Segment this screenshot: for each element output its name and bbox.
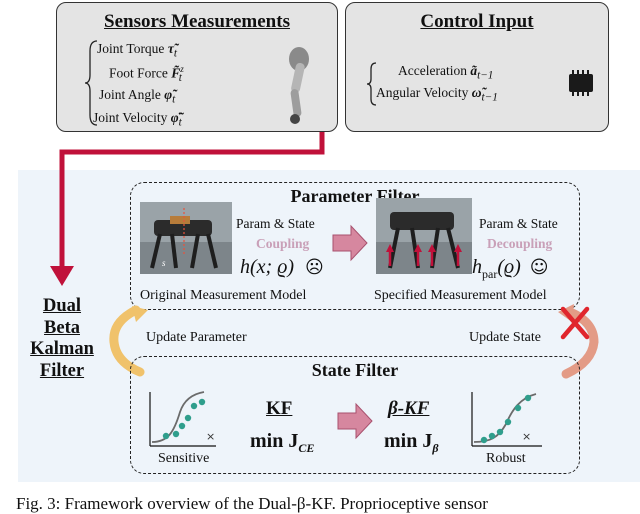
side-label-line: Beta: [44, 317, 80, 338]
parameter-filter-box: [130, 182, 580, 310]
sensors-brace: [84, 40, 98, 126]
beta-kf-objective-sub: β: [432, 441, 439, 455]
sensor-symbol: φ̃: [164, 87, 173, 102]
sensor-symbol: F̃: [171, 65, 181, 81]
sensor-to-filter-arrow: [50, 132, 325, 286]
update-parameter-label: Update Parameter: [146, 330, 247, 345]
original-model-caption: Original Measurement Model: [140, 288, 307, 303]
sensor-subscript: t: [178, 116, 182, 129]
beta-kf-objective: min Jβ: [384, 430, 439, 456]
figure-caption: Fig. 3: Framework overview of the Dual-β…: [16, 494, 488, 513]
dual-beta-kf-label: Dual Beta Kalman Filter: [6, 296, 118, 382]
sensors-box: Sensors Measurements Joint Torque τ̃t Fo…: [56, 2, 338, 132]
control-label: Angular Velocity: [376, 85, 469, 100]
control-symbol: ã: [470, 63, 478, 78]
sad-face-icon: ☹: [305, 257, 324, 278]
sensor-subscript: t: [173, 47, 177, 60]
coupling-to-decoupling-arrow: [332, 224, 368, 262]
side-label-line: Dual: [42, 296, 82, 316]
decoupled-formula-arg: (ϱ): [497, 256, 521, 278]
sensor-subscript: t: [172, 93, 176, 106]
decoupled-formula: hpar(ϱ) ☺: [472, 256, 549, 282]
control-label: Acceleration: [398, 63, 467, 78]
beta-kf-method-label: β-KF: [388, 398, 430, 419]
kf-to-beta-kf-arrow: [337, 402, 373, 440]
control-item-acceleration: Acceleration ãt−1: [398, 63, 493, 82]
sensitive-plot: ×: [149, 391, 216, 447]
control-box: Control Input Acceleration ãt−1 Angular …: [345, 2, 609, 132]
sensor-label: Joint Torque: [97, 41, 165, 56]
control-brace: [366, 62, 377, 106]
sensitive-caption: Sensitive: [158, 451, 210, 466]
sensor-label: Joint Velocity: [93, 110, 168, 125]
kf-objective-sub: CE: [298, 441, 315, 455]
kf-objective-text: min J: [250, 430, 299, 452]
kf-method-label: KF: [266, 398, 293, 419]
decoupled-formula-sub: par: [482, 267, 498, 281]
decoupling-line1: Param & State: [479, 216, 558, 231]
blocked-x-icon: [560, 306, 590, 340]
coupling-line1: Param & State: [236, 216, 315, 231]
sensor-item-torque: Joint Torque τ̃t: [97, 41, 177, 60]
decoupled-formula-base: h: [472, 256, 482, 278]
sensor-item-joint-angle: Joint Angle φ̃t: [99, 87, 175, 106]
update-parameter-arrow: [109, 305, 148, 377]
imu-chip-icon: [569, 70, 593, 96]
beta-kf-objective-text: min J: [384, 430, 433, 452]
control-symbol: ω̃: [471, 85, 482, 100]
kf-objective: min JCE: [250, 430, 314, 456]
coupled-formula: h(x; ϱ) ☹: [240, 256, 324, 279]
control-subscript: t−1: [481, 91, 498, 104]
sensor-item-joint-velocity: Joint Velocity φ̃̇t: [93, 110, 182, 129]
state-filter-title: State Filter: [311, 360, 399, 380]
update-state-label: Update State: [469, 330, 541, 345]
robust-caption: Robust: [486, 451, 526, 466]
decoupling-line2: Decoupling: [487, 236, 553, 251]
outlier-mark: ×: [206, 430, 215, 443]
robot-decoupled-image: [376, 198, 472, 274]
robust-plot: ×: [471, 392, 542, 447]
specified-model-caption: Specified Measurement Model: [374, 288, 547, 303]
sensor-symbol: τ̃: [167, 41, 174, 56]
coupling-line2: Coupling: [256, 236, 310, 251]
robot-leg-image: [289, 47, 309, 124]
side-label-line: Filter: [39, 360, 85, 381]
side-label-line: Kalman: [30, 339, 94, 359]
robot-coupled-image: s: [140, 202, 232, 274]
sensor-label: Foot Force: [109, 65, 168, 81]
sensor-symbol: φ̃̇: [170, 110, 179, 125]
outlier-mark: ×: [522, 430, 531, 443]
control-subscript: t−1: [477, 69, 494, 82]
control-title: Control Input: [420, 11, 534, 32]
sensor-label: Joint Angle: [99, 87, 161, 102]
state-filter-box: [130, 356, 580, 474]
coupled-formula-text: h(x; ϱ): [240, 256, 295, 278]
sensor-superscript: z: [180, 64, 184, 74]
sensor-item-foot-force: Foot Force F̃zt: [109, 64, 184, 85]
sensors-title: Sensors Measurements: [104, 11, 290, 32]
control-item-angular-velocity: Angular Velocity ω̃t−1: [376, 85, 498, 104]
smile-face-icon: ☺: [529, 257, 549, 278]
robot-s-label: s: [162, 258, 166, 268]
sensor-subscript: t: [178, 72, 182, 85]
